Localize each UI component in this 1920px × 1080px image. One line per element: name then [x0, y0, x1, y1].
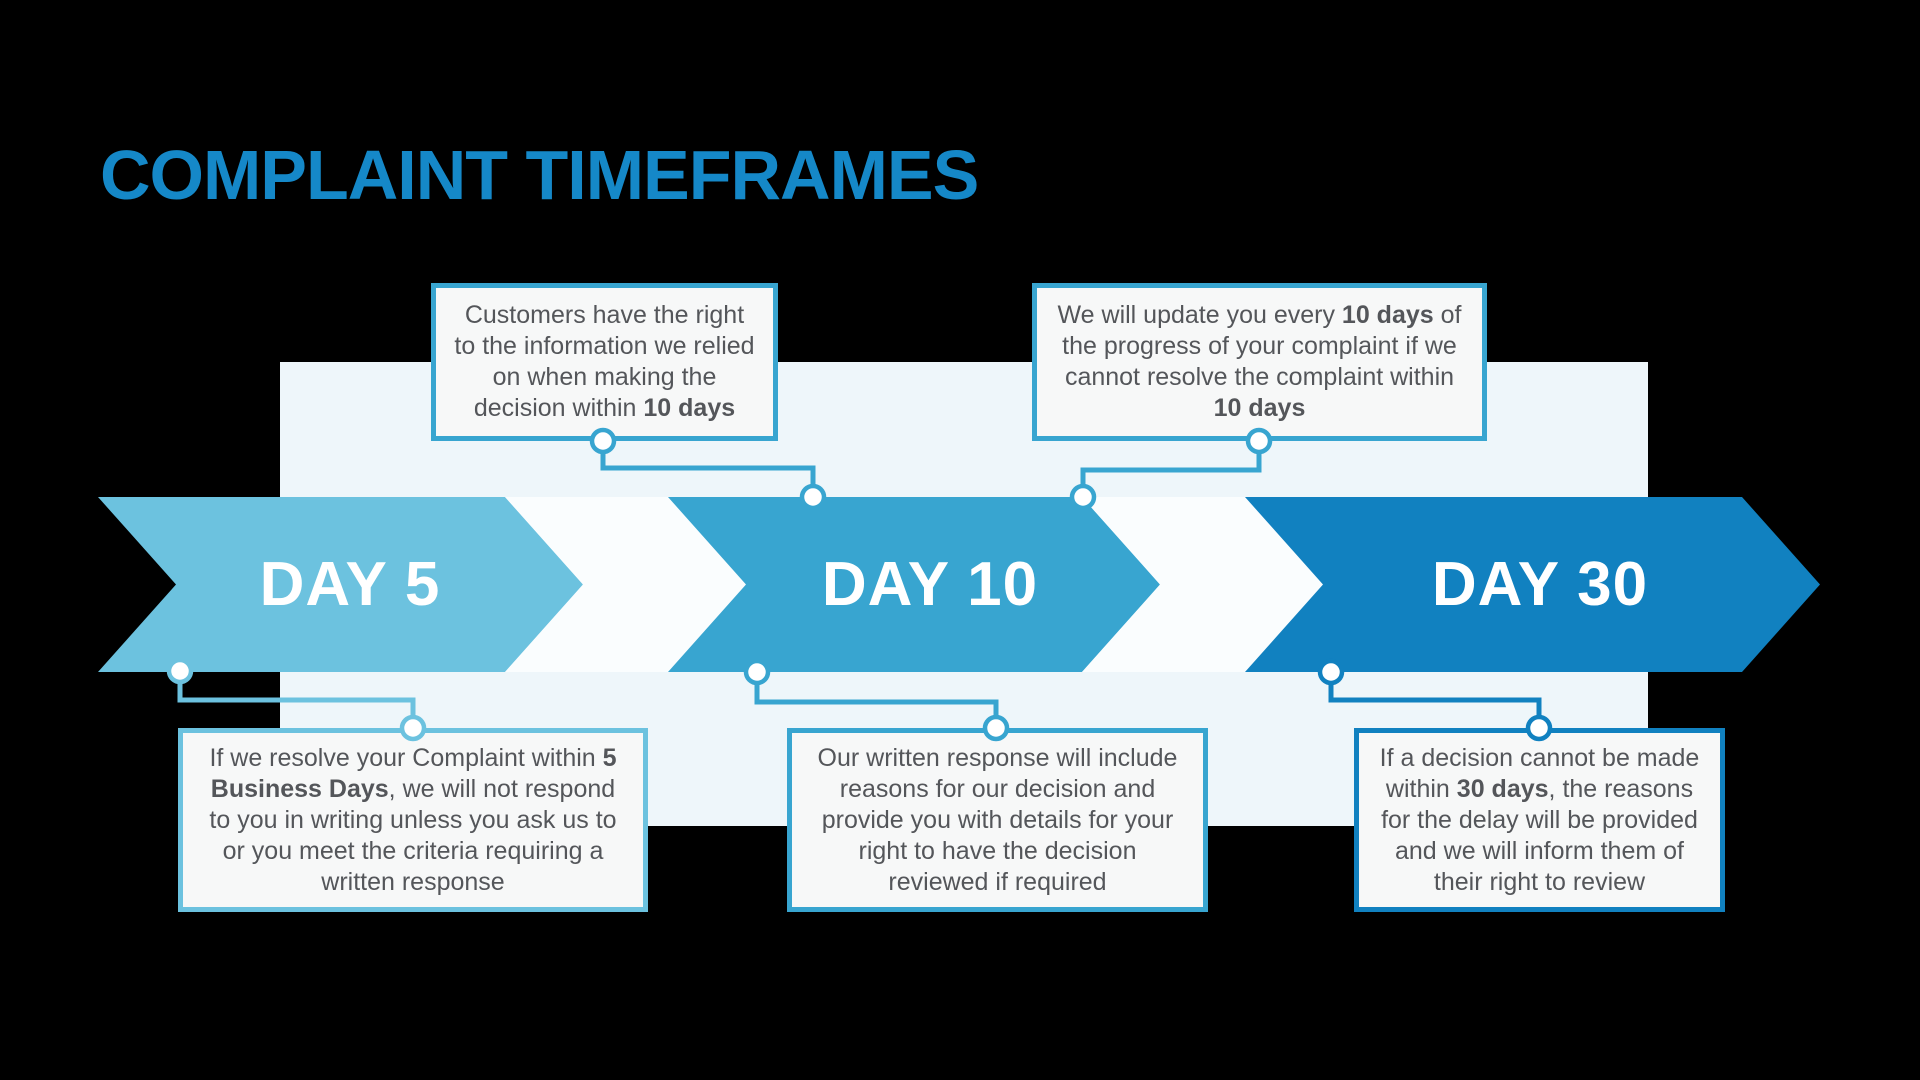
callout-text: If a decision cannot be made within 30 d… — [1379, 743, 1700, 896]
connector-dot — [166, 657, 194, 685]
page-title: COMPLAINT TIMEFRAMES — [100, 135, 979, 214]
callout-text: If we resolve your Complaint within 5 Bu… — [209, 743, 617, 896]
callout-resolve-within-5: If we resolve your Complaint within 5 Bu… — [178, 728, 648, 912]
callout-text: Customers have the right to the informat… — [454, 301, 755, 422]
callout-written-response: Our written response will include reason… — [787, 728, 1208, 912]
callout-delay-reasons: If a decision cannot be made within 30 d… — [1354, 728, 1725, 912]
callout-text: Our written response will include reason… — [817, 743, 1178, 896]
callout-text: We will update you every 10 days of the … — [1057, 301, 1462, 422]
callout-progress-updates: We will update you every 10 days of the … — [1032, 283, 1487, 441]
callout-information-right: Customers have the right to the informat… — [431, 283, 778, 441]
